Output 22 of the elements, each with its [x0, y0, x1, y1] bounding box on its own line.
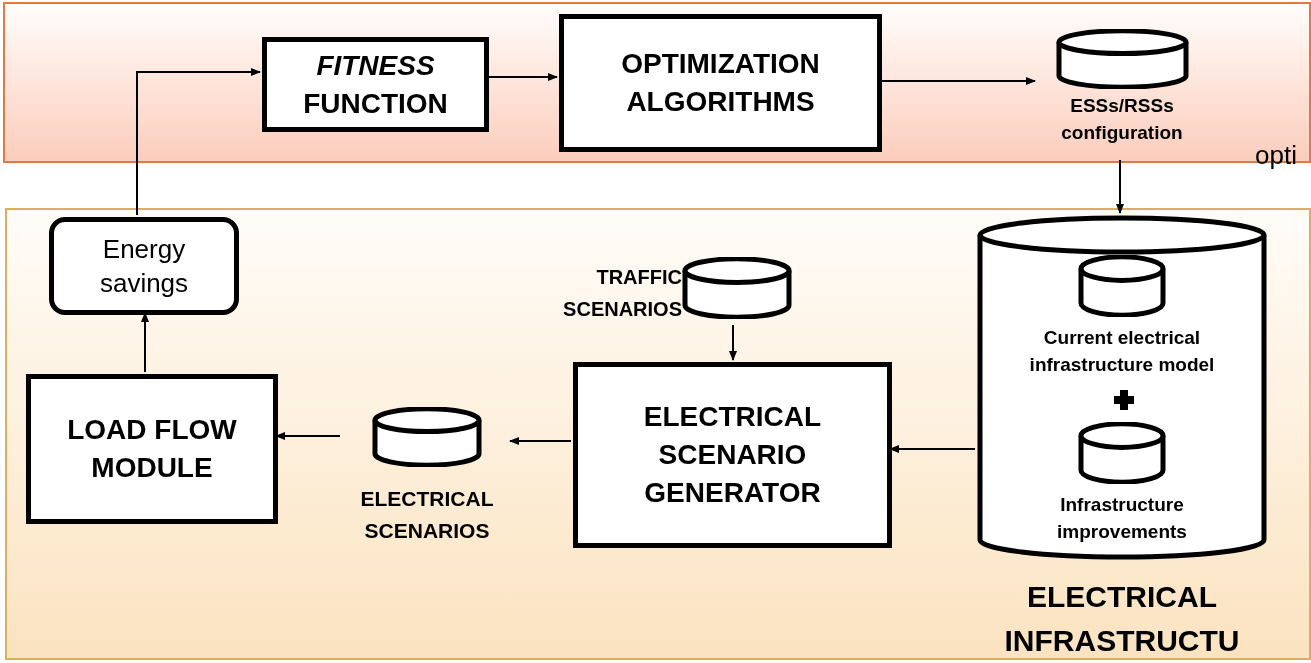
process-box: OPTIMIZATION ALGORITHMS: [559, 14, 882, 152]
process-box: FITNESS FUNCTION: [262, 37, 489, 132]
cut-off-text: opti: [1255, 142, 1297, 168]
cylinder-label: Infrastructure improvements: [1056, 493, 1188, 544]
arrow: [141, 312, 149, 373]
process-box: LOAD FLOW MODULE: [26, 374, 278, 524]
cylinder-label: ELECTRICAL SCENARIOS: [359, 486, 495, 544]
arrow: [729, 324, 737, 361]
arrow: [879, 77, 1036, 85]
arrow: [509, 437, 572, 445]
bottom-band-panel: [5, 208, 1311, 660]
arrow: [275, 432, 341, 440]
heading: ELECTRICAL INFRASTRUCTU: [1003, 579, 1241, 659]
arrow: [889, 445, 976, 453]
cylinder-label: TRAFFIC SCENARIOS: [562, 265, 682, 322]
arrow: [486, 73, 558, 81]
cylinder-label: ESSs/RSSs configuration: [1060, 94, 1184, 145]
cylinder-label: Current electrical infrastructure model: [1028, 326, 1216, 377]
rounded-box: Energy savings: [49, 217, 239, 315]
arrow: [136, 68, 261, 216]
process-box: ELECTRICAL SCENARIO GENERATOR: [573, 362, 892, 548]
arrow: [1116, 159, 1124, 214]
